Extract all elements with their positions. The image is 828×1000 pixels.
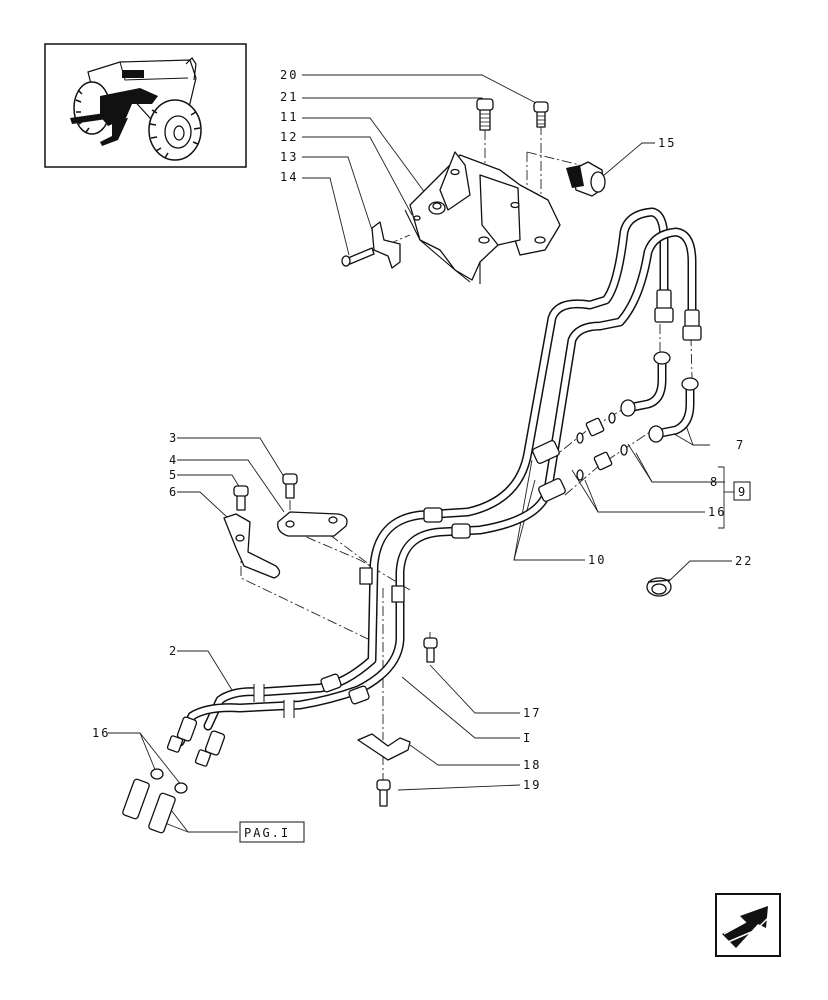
callout-17: 17: [523, 706, 541, 720]
clamp-22: [646, 577, 672, 597]
elbow-fittings-7: [620, 351, 699, 443]
callout-2: 2: [169, 644, 178, 658]
callout-18: 18: [523, 758, 541, 772]
callout-22: 22: [735, 554, 753, 568]
mounting-bracket: [404, 151, 561, 284]
callout-6: 6: [169, 485, 178, 499]
callout-4: 4: [169, 453, 178, 467]
nut-11: [428, 201, 446, 215]
clip-13: [371, 221, 401, 269]
callout-11: 11: [280, 110, 298, 124]
bracket-18: [357, 733, 411, 761]
hydraulic-pipes: [175, 207, 702, 747]
screw-5: [233, 485, 249, 511]
screw-14: [341, 247, 375, 267]
callout-20: 20: [280, 68, 298, 82]
callout-3: 3: [169, 431, 178, 445]
callout-7: 7: [736, 438, 745, 452]
screw-3: [282, 473, 298, 499]
screw-17: [423, 637, 438, 663]
leader-lines: [108, 74, 734, 833]
page-ref-box[interactable]: PAG.I: [239, 821, 305, 843]
callout-21: 21: [280, 90, 298, 104]
tractor-locator-thumbnail: [44, 43, 247, 168]
callout-16-left: 16: [92, 726, 110, 740]
pipe-clips: [359, 567, 405, 603]
callout-10: 10: [588, 553, 606, 567]
bracket-6: [223, 513, 281, 579]
adapters-and-seals: [532, 412, 628, 502]
valve-15: [566, 161, 606, 197]
ref-box-9[interactable]: 9: [733, 481, 751, 501]
next-page-arrow-icon[interactable]: [715, 893, 781, 957]
callout-13: 13: [280, 150, 298, 164]
callout-12: 12: [280, 130, 298, 144]
callout-labels: 20 21 11 12 13 14 15 7 8 16 10 22 3 4 5 …: [92, 68, 753, 792]
callout-15: 15: [658, 136, 676, 150]
callout-5: 5: [169, 468, 178, 482]
ref-9-label: 9: [738, 485, 747, 499]
callout-16-right: 16: [708, 505, 726, 519]
callout-14: 14: [280, 170, 298, 184]
screw-19: [376, 779, 391, 807]
quick-couplings: [122, 716, 226, 834]
callout-8: 8: [710, 475, 719, 489]
screw-21: [476, 98, 494, 131]
screw-20: [533, 101, 549, 128]
page-ref-label: PAG.I: [244, 826, 290, 840]
callout-1: I: [523, 731, 532, 745]
plate-4: [277, 511, 348, 537]
callout-19: 19: [523, 778, 541, 792]
